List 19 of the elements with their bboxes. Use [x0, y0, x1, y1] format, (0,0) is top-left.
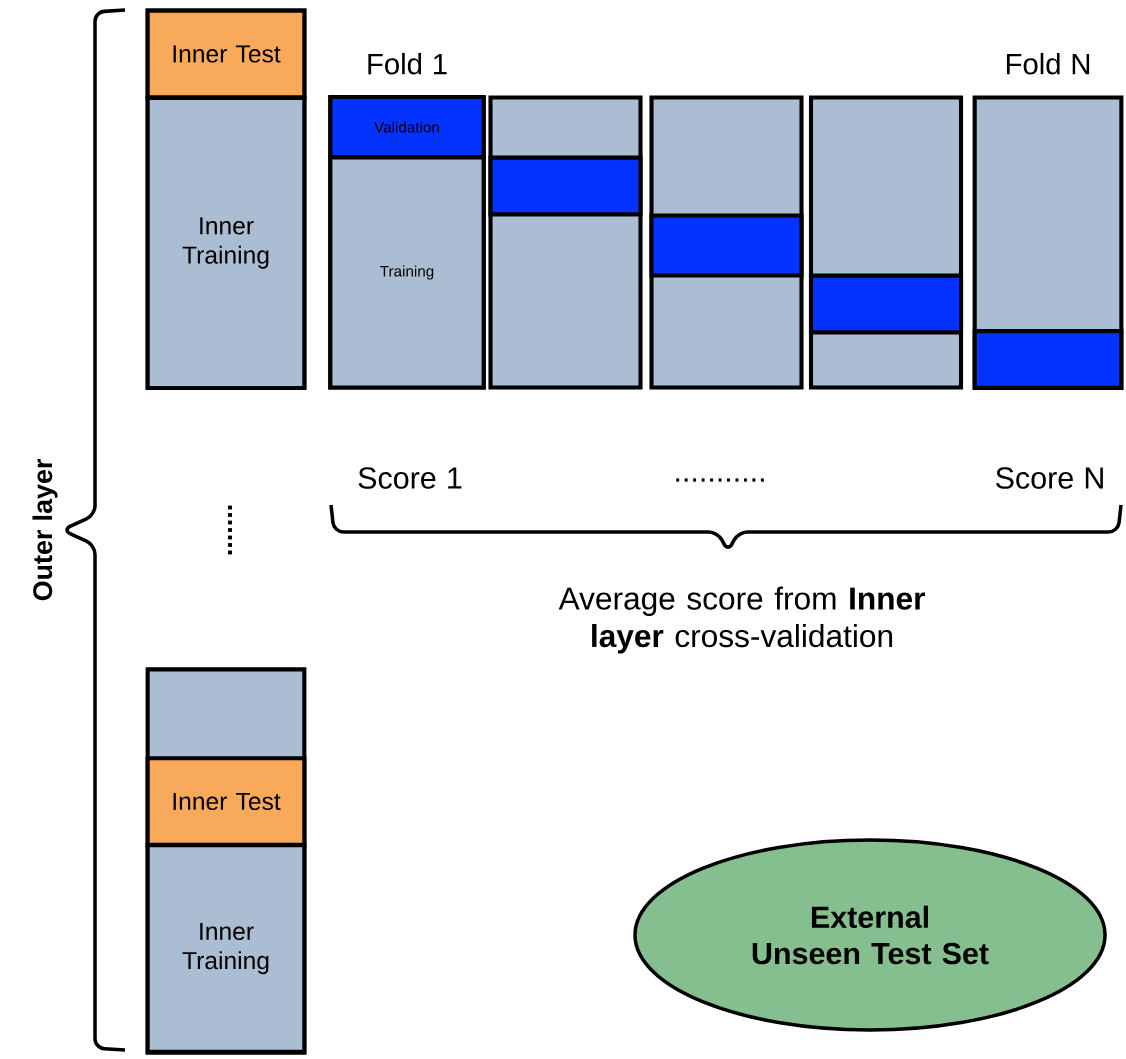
ellipsis: ........... — [676, 478, 764, 482]
test-band: Inner Test — [145, 756, 307, 847]
score-label: Score N — [996, 467, 1103, 489]
ellipsis: ....... — [228, 505, 232, 555]
validation-band — [649, 213, 804, 278]
column-heading: Fold N — [1006, 52, 1090, 75]
caption-text: Average score from Inner layer cross-validation — [558, 586, 925, 654]
training-band: Inner Training — [145, 843, 307, 1054]
column-heading: Fold 1 — [368, 52, 447, 75]
test-band: Inner Test — [145, 8, 307, 100]
validation-band: Validation — [328, 94, 486, 160]
training-band: Training — [328, 155, 486, 390]
validation-band — [488, 155, 643, 217]
validation-band — [808, 273, 964, 335]
training-band: Inner Training — [145, 95, 307, 391]
validation-band — [972, 329, 1124, 390]
ellipse-node: External Unseen Test Set — [633, 838, 1107, 1032]
rotated-label: Outer layer — [32, 458, 58, 601]
score-label: Score 1 — [358, 467, 462, 489]
